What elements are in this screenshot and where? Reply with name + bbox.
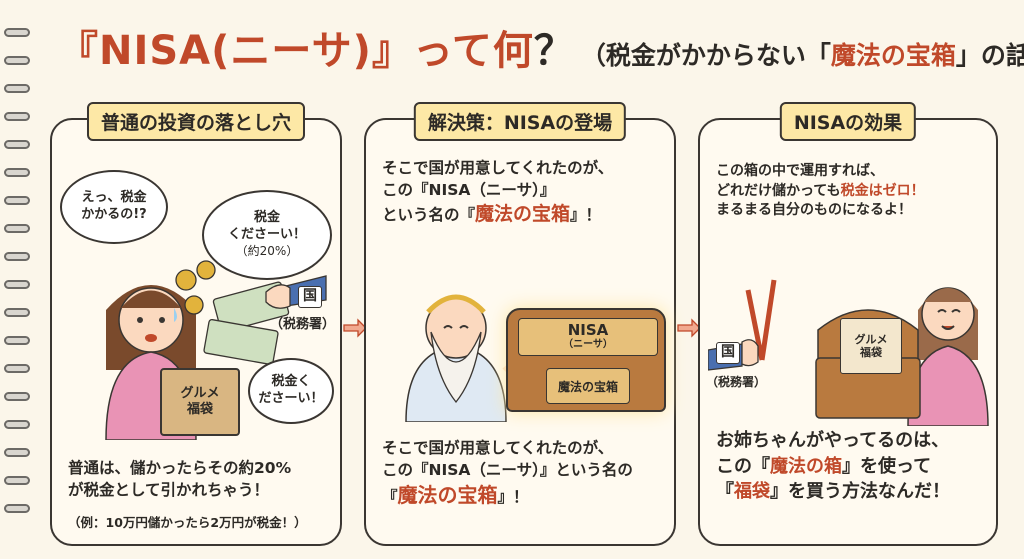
panel-nisa-effect: NISAの効果 この箱の中で運用すれば、 どれだけ儲かっても税金はゼロ！ まるま… (698, 102, 998, 546)
panel-top-text: そこで国が用意してくれたのが、 この『NISA（ニーサ）』 という名の『魔法の宝… (382, 159, 614, 226)
panel-title: 解決策：NISAの登場 (413, 102, 627, 141)
panel-bottom-text: お姉ちゃんがやってるのは、 この『魔法の箱』を使って 『福袋』を買う方法なんだ！ (716, 430, 950, 503)
panel-note: （例：10万円儲かったら2万円が税金！） (68, 515, 307, 530)
tax-office-sign: 国 (716, 342, 740, 364)
speech-bubble-small: 税金くださーい！ (248, 358, 334, 424)
panel-top-text: この箱の中で運用すれば、 どれだけ儲かっても税金はゼロ！ まるまる自分のものにな… (716, 163, 925, 219)
arrow-right-icon (343, 318, 367, 338)
title-sub: （税金がかからない「魔法の宝箱」の話） (580, 41, 1024, 70)
tax-office-sign: 国 (298, 286, 322, 308)
treasure-chest: NISA （ニーサ） 魔法の宝箱 (506, 308, 666, 412)
tax-office-label: （税務署） (706, 375, 767, 389)
panel-bottom-text: そこで国が用意してくれたのが、 この『NISA（ニーサ）』という名の 『魔法の宝… (382, 439, 633, 508)
arrow-right-icon (677, 318, 701, 338)
speech-bubble-tax-office: 税金くださーい！（約20%） (202, 190, 332, 280)
panel-title: NISAの効果 (779, 102, 917, 141)
chest-lid-label: NISA （ニーサ） (518, 318, 658, 356)
speech-bubble-woman: えっ、税金かかるの!? (60, 170, 168, 244)
panel-title: 普通の投資の落とし穴 (86, 102, 306, 141)
chest-front-label: 魔法の宝箱 (546, 368, 630, 404)
page-title: 『NISA(ニーサ)』って何？ （税金がかからない「魔法の宝箱」の話） (58, 18, 1024, 78)
panel-investment-pitfall: 普通の投資の落とし穴 えっ、税金かかるの!? 税金くださーい！（約20%） 国 … (50, 102, 342, 546)
title-main: 『NISA(ニーサ)』って何？ (58, 28, 575, 74)
panel-nisa-solution: 解決策：NISAの登場 そこで国が用意してくれたのが、 この『NISA（ニーサ）… (364, 102, 676, 546)
tax-office-label: （税務署） (270, 317, 336, 332)
spiral-binding (0, 0, 30, 559)
wizard-illustration (405, 294, 530, 422)
gourmet-lucky-bag: グルメ福袋 (160, 368, 240, 436)
gourmet-lucky-bag: グルメ福袋 (840, 318, 902, 374)
panel-body-text: 普通は、儲かったらその約20%が税金として引かれちゃう！ (68, 459, 292, 499)
